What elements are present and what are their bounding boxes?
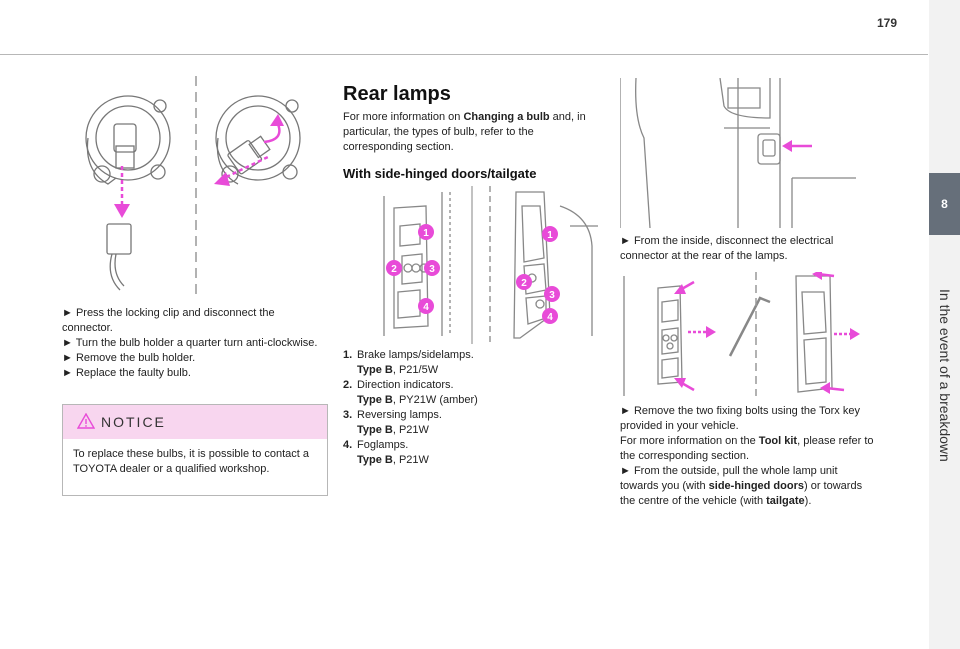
- page-number: 179: [876, 16, 898, 30]
- bulb-removal-steps: ► Press the locking clip and disconnect …: [62, 306, 324, 381]
- step-replace-bulb: ► Replace the faulty bulb.: [62, 367, 191, 379]
- step-remove-bolts: ► Remove the two fixing bolts using the …: [620, 405, 860, 432]
- lamp-item: 3. Reversing lamps. Type B, P21W: [343, 409, 442, 436]
- callout-2b: 2: [521, 278, 527, 289]
- notice-header: NOTICE: [63, 405, 327, 439]
- lamp-item: 4. Foglamps. Type B, P21W: [343, 439, 429, 466]
- lamp-list: 1. Brake lamps/sidelamps. Type B, P21/5W…: [343, 348, 543, 468]
- header-rule: [0, 54, 928, 55]
- lamp-item: 1. Brake lamps/sidelamps. Type B, P21/5W: [343, 349, 474, 376]
- lamp-removal-instructions: ► Remove the two fixing bolts using the …: [620, 404, 876, 509]
- notice-title: NOTICE: [101, 414, 166, 430]
- step-pull-lamp-unit: ► From the outside, pull the whole lamp …: [620, 465, 863, 507]
- notice-box: NOTICE To replace these bulbs, it is pos…: [62, 404, 328, 496]
- chapter-tab-number[interactable]: 8: [929, 173, 960, 235]
- callout-4b: 4: [547, 312, 553, 323]
- lamp-connector-figure: [620, 78, 856, 228]
- callout-3: 3: [429, 264, 435, 275]
- section-title: Rear lamps: [343, 83, 451, 105]
- foglamp-bulb-figure: [85, 76, 301, 298]
- subsection-title: With side-hinged doors/tailgate: [343, 166, 537, 181]
- lamp-removal-figure: [623, 272, 860, 396]
- rear-lamp-diagram: 1 2 3 4 1 2 3 4: [383, 186, 598, 344]
- changing-bulb-link[interactable]: Changing a bulb: [463, 111, 550, 123]
- side-tab: [929, 0, 960, 649]
- callout-4: 4: [423, 302, 429, 313]
- step-remove-holder: ► Remove the bulb holder.: [62, 352, 196, 364]
- toolkit-reference: For more information on the Tool kit, pl…: [620, 435, 874, 462]
- callout-1: 1: [423, 228, 429, 239]
- step-turn-holder: ► Turn the bulb holder a quarter turn an…: [62, 337, 318, 349]
- chapter-title: In the event of a breakdown: [937, 289, 953, 462]
- intro-text: For more information on Changing a bulb …: [343, 111, 586, 153]
- callout-3b: 3: [549, 290, 555, 301]
- step-disconnect-connector: ► Press the locking clip and disconnect …: [62, 307, 275, 334]
- callout-2: 2: [391, 264, 397, 275]
- warning-triangle-icon: [77, 413, 95, 429]
- tool-kit-link[interactable]: Tool kit: [758, 435, 798, 447]
- step-disconnect-lamp-connector: ► From the inside, disconnect the electr…: [620, 235, 834, 262]
- lamp-item: 2. Direction indicators. Type B, PY21W (…: [343, 379, 478, 406]
- notice-body: To replace these bulbs, it is possible t…: [73, 448, 310, 475]
- callout-1b: 1: [547, 230, 553, 241]
